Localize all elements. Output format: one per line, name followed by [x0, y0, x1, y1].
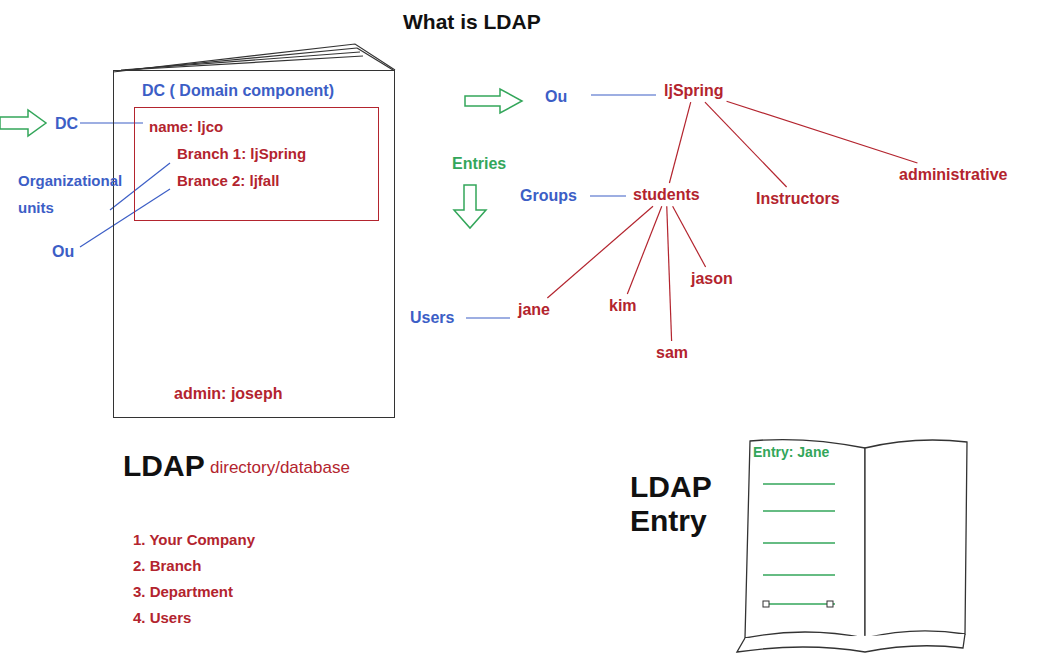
label-text: 1. Your Company — [133, 531, 255, 549]
node-text: admin: joseph — [174, 384, 282, 403]
node-text: ljSpring — [664, 81, 724, 100]
label-text: DC — [55, 114, 78, 133]
label-text: LDAP — [123, 448, 205, 484]
tree-line-segment — [705, 102, 787, 187]
arrow-right — [465, 89, 522, 113]
node-text: jane — [518, 300, 550, 319]
book-page — [865, 440, 967, 638]
label-text: directory/database — [210, 458, 350, 478]
node-text: DC ( Domain component) — [142, 81, 334, 100]
tree-line — [627, 206, 661, 294]
tree-entry: Instructors — [753, 187, 843, 210]
label-text: 4. Users — [133, 609, 191, 627]
tree-line-segment — [667, 206, 672, 341]
book-page — [737, 634, 965, 652]
tree-entry: students — [630, 183, 703, 206]
entry-line — [763, 542, 835, 543]
node-text: Branch 1: ljSpring — [177, 145, 306, 163]
tree-line-segment — [669, 102, 690, 183]
label-text: Ou — [52, 242, 74, 261]
entry-line — [763, 603, 835, 604]
leader-lines — [80, 95, 656, 318]
arrow-down — [454, 185, 486, 228]
diagram-title: What is LDAP — [403, 9, 541, 34]
tree-line — [705, 102, 787, 187]
label-text: Groups — [520, 186, 577, 205]
tree-entry: jason — [688, 267, 736, 290]
leader-line — [466, 317, 510, 318]
branch-box: name: ljcoBranch 1: ljSpringBrance 2: lj… — [134, 107, 379, 221]
entry-dot — [827, 601, 833, 607]
node-text: Entry: Jane — [753, 444, 829, 461]
book-pages — [113, 44, 395, 72]
label-text: 2. Branch — [133, 557, 201, 575]
node-text: sam — [656, 343, 688, 362]
node-text: jason — [691, 269, 733, 288]
tree-line-segment — [627, 206, 661, 294]
entry-line — [763, 510, 835, 511]
node-text: Instructors — [756, 189, 840, 208]
tree-entry: sam — [653, 341, 691, 364]
tree-line-segment — [727, 101, 918, 163]
tree-line — [669, 102, 690, 183]
entry-line — [763, 574, 835, 575]
tree-line-segment — [547, 206, 653, 298]
directory-book: DC ( Domain component) admin: joseph name:… — [113, 70, 395, 418]
label-text: Entries — [452, 154, 506, 173]
entry-line — [763, 483, 835, 484]
tree-entry: jane — [515, 298, 553, 321]
tree-line — [667, 206, 672, 341]
node-text: name: ljco — [149, 118, 223, 136]
leader-line — [80, 189, 170, 247]
tree-entry: administrative — [896, 163, 1010, 186]
leader-line — [591, 94, 656, 95]
node-text: Brance 2: ljfall — [177, 172, 280, 190]
node-text: kim — [609, 296, 637, 315]
label-text: 3. Department — [133, 583, 233, 601]
tree-line-segment — [673, 206, 706, 267]
leader-line — [590, 195, 626, 196]
tree-entry: ljSpring — [661, 79, 727, 102]
label-text: LDAP Entry — [630, 470, 726, 538]
hollow-arrows — [0, 89, 522, 228]
node-text: administrative — [899, 165, 1007, 184]
tree-line — [673, 206, 706, 267]
book-page — [745, 440, 865, 638]
tree-entry: kim — [606, 294, 640, 317]
label-text: Organizational units — [18, 167, 146, 221]
node-text: students — [633, 185, 700, 204]
tree-line — [547, 206, 653, 298]
tree-line — [727, 101, 918, 163]
label-text: Users — [410, 308, 454, 327]
open-book-outline — [725, 438, 970, 658]
label-text: Ou — [545, 87, 567, 106]
arrow-right — [0, 110, 46, 136]
entry-book: Entry: Jane — [725, 438, 970, 658]
entry-dot — [763, 601, 769, 607]
